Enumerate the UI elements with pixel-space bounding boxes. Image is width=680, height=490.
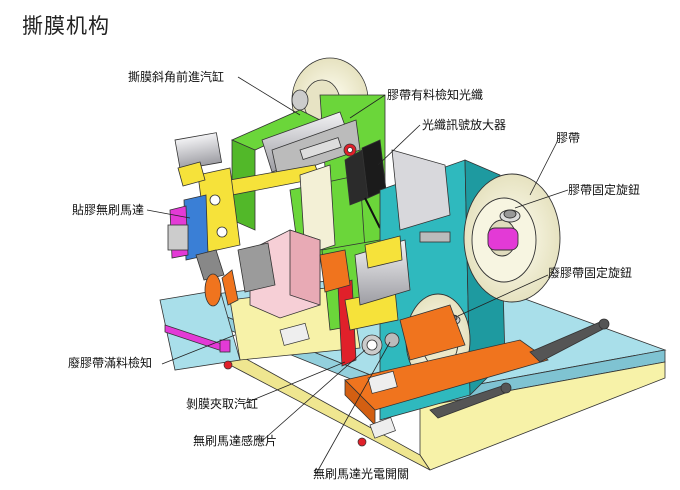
left-motor [167, 132, 225, 281]
leader-lines [146, 76, 569, 475]
label-waste-full-detect: 廢膠帶滿料檢知 [68, 356, 153, 370]
label-tape-fixing-knob: 膠帶固定旋鈕 [568, 183, 641, 197]
cream-block [299, 164, 336, 256]
label-tape-fiber-sensor: 膠帶有料檢知光纖 [387, 88, 484, 102]
base-screws [223, 322, 398, 447]
label-brushless-motor: 貼膠無刷馬達 [72, 203, 145, 217]
yellow-arm [197, 164, 321, 253]
label-tape: 膠帶 [556, 131, 581, 145]
label-diagonal-cylinder: 撕膜斜角前進汽缸 [128, 70, 225, 84]
label-fiber-amplifier: 光纖訊號放大器 [422, 118, 507, 132]
pink-block [237, 229, 321, 319]
tape-fixing-knob [487, 209, 521, 251]
fiber-amplifier [344, 139, 387, 229]
orange-bracket [344, 304, 549, 426]
red-plate [319, 249, 399, 367]
label-clamp-cylinder: 剝膜夾取汽缸 [186, 397, 259, 411]
page-title: 撕膜机构 [22, 14, 110, 38]
clamp-handles [204, 269, 610, 419]
label-motor-photo-switch: 無刷馬達光電開關 [313, 467, 410, 481]
label-waste-tape-knob: 廢膠帶固定旋鈕 [548, 266, 633, 280]
label-motor-sensor-plate: 無刷馬達感應片 [193, 434, 278, 448]
main-tape-roll [463, 173, 561, 303]
clamp-cylinder [354, 235, 411, 356]
diagonal-cylinder [261, 111, 361, 179]
